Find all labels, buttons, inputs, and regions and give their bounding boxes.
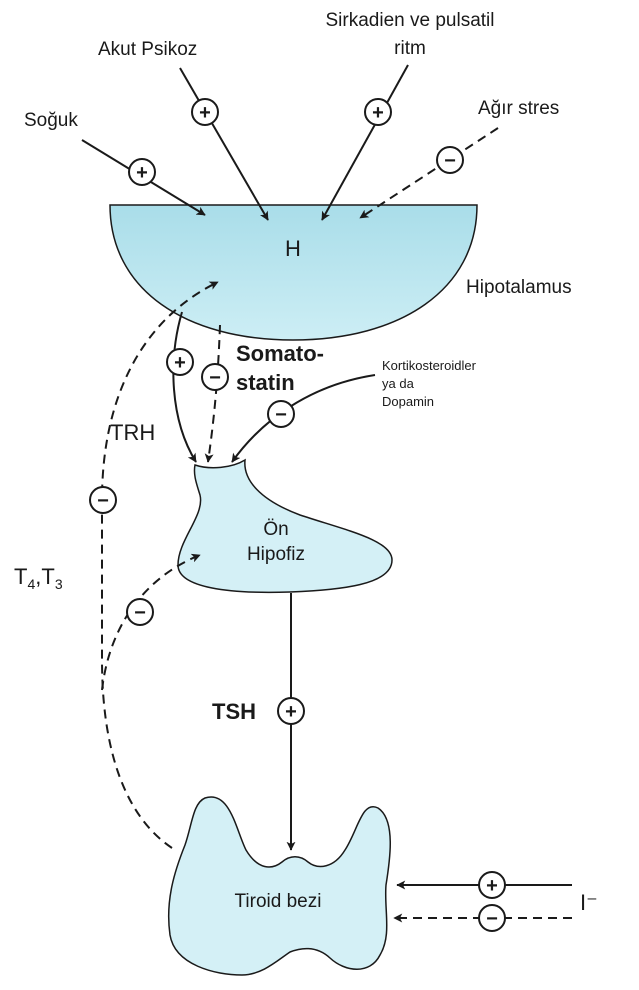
corticosteroids-label-line2: ya da [382, 376, 415, 391]
severe-stress-label: Ağır stres [478, 98, 559, 119]
trh-label: TRH [110, 420, 155, 445]
cold-label: Soğuk [24, 110, 78, 131]
severe-stress-minus-sign: − [437, 147, 463, 173]
hypothalamus-label: Hipotalamus [466, 277, 572, 298]
thyroid-label: Tiroid bezi [235, 891, 322, 912]
trh-arrow [173, 312, 196, 462]
somatostatin-label-line2: statin [236, 370, 295, 395]
feedback-pituitary-minus-sign: − [127, 599, 153, 625]
svg-text:−: − [97, 490, 109, 512]
svg-text:−: − [209, 367, 221, 389]
acute-psychosis-label: Akut Psikoz [98, 39, 197, 60]
svg-text:−: − [134, 602, 146, 624]
somatostatin-arrow [208, 325, 220, 462]
svg-text:+: + [199, 102, 211, 124]
svg-text:−: − [275, 404, 287, 426]
tsh-plus-sign: + [278, 698, 304, 724]
corticosteroids-label-line1: Kortikosteroidler [382, 358, 477, 373]
svg-text:+: + [372, 102, 384, 124]
corticosteroids-label-line3: Dopamin [382, 394, 434, 409]
hypothalamus-symbol: H [285, 236, 301, 261]
svg-text:−: − [486, 908, 498, 930]
acute-psychosis-plus-sign: + [192, 99, 218, 125]
svg-text:+: + [486, 875, 498, 897]
acute-psychosis-arrow [180, 68, 268, 220]
somatostatin-minus-sign: − [202, 364, 228, 390]
svg-text:+: + [136, 162, 148, 184]
hypothalamus-shape [110, 205, 477, 340]
pituitary-label-line1: Ön [263, 519, 288, 540]
svg-text:+: + [174, 352, 186, 374]
svg-text:−: − [444, 150, 456, 172]
cold-plus-sign: + [129, 159, 155, 185]
rhythm-label-line2: ritm [394, 38, 426, 59]
thyroid-gland-shape [169, 797, 391, 975]
feedback-hypothalamus-minus-sign: − [90, 487, 116, 513]
iodide-label: I⁻ [580, 890, 598, 915]
rhythm-plus-sign: + [365, 99, 391, 125]
tsh-label: TSH [212, 699, 256, 724]
trh-plus-sign: + [167, 349, 193, 375]
rhythm-label-line1: Sirkadien ve pulsatil [326, 10, 495, 31]
iodide-minus-sign: − [479, 905, 505, 931]
svg-text:+: + [285, 701, 297, 723]
corticosteroid-minus-sign: − [268, 401, 294, 427]
somatostatin-label-line1: Somato- [236, 341, 324, 366]
t4-t3-label: T4,T3 [14, 564, 63, 592]
rhythm-arrow [322, 65, 408, 220]
iodide-plus-sign: + [479, 872, 505, 898]
pituitary-label-line2: Hipofiz [247, 544, 305, 565]
